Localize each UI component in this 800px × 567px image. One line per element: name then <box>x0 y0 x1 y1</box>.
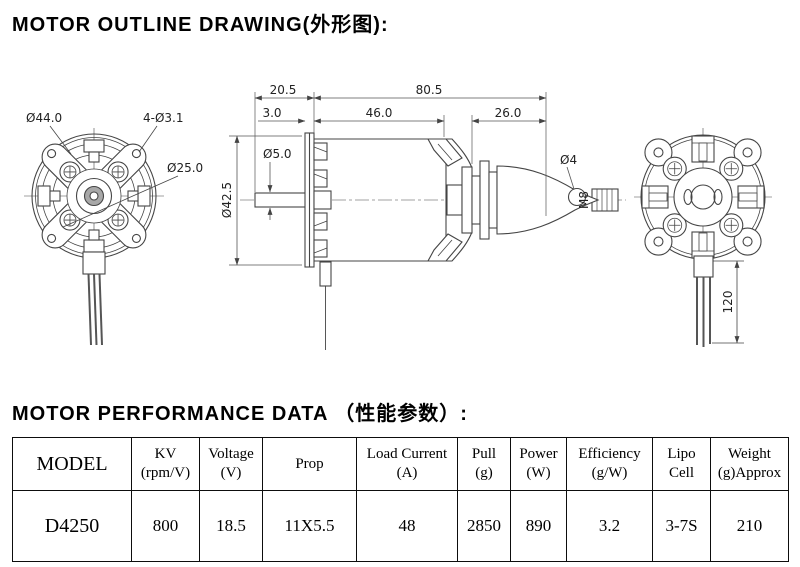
cell-load-current: 48 <box>356 490 458 562</box>
rear-wires <box>696 277 711 347</box>
header-weight: Weight(g)Approx <box>710 437 789 491</box>
side-view-dimensions <box>229 92 575 266</box>
header-kv: KV(rpm/V) <box>131 437 200 491</box>
dim-hole-d4: Ø4 <box>560 153 577 167</box>
outline-drawing-title: MOTOR OUTLINE DRAWING(外形图): <box>12 14 389 36</box>
cell-lipo-cell: 3-7S <box>652 490 711 562</box>
dim-body-d42-5: Ø42.5 <box>220 182 234 218</box>
cell-power: 890 <box>510 490 567 562</box>
cell-efficiency: 3.2 <box>566 490 653 562</box>
front-wires <box>87 273 103 346</box>
header-prop: Prop <box>262 437 357 491</box>
side-view <box>240 132 626 350</box>
dim-46-0: 46.0 <box>366 106 393 120</box>
dim-wire-length: 120 <box>721 291 735 314</box>
performance-data-title: MOTOR PERFORMANCE DATA （性能参数）: <box>12 403 468 425</box>
dim-d44: Ø44.0 <box>26 111 62 125</box>
header-efficiency: Efficiency(g/W) <box>566 437 653 491</box>
cell-kv: 800 <box>131 490 200 562</box>
dim-80-5: 80.5 <box>416 83 443 97</box>
performance-table: MODEL KV(rpm/V) Voltage(V) Prop Load Cur… <box>12 437 789 562</box>
dim-shaft-d5: Ø5.0 <box>263 147 292 161</box>
cell-prop: 11X5.5 <box>262 490 357 562</box>
table-header-row: MODEL KV(rpm/V) Voltage(V) Prop Load Cur… <box>12 437 789 491</box>
cell-voltage: 18.5 <box>199 490 263 562</box>
dim-3-0: 3.0 <box>262 106 281 120</box>
header-load-current: Load Current(A) <box>356 437 458 491</box>
dim-20-5: 20.5 <box>270 83 297 97</box>
dim-d25: Ø25.0 <box>167 161 203 175</box>
cell-model: D4250 <box>12 490 132 562</box>
header-model: MODEL <box>12 437 132 491</box>
header-power: Power(W) <box>510 437 567 491</box>
motor-outline-drawing: Ø44.0 4-Ø3.1 Ø25.0 <box>24 83 772 350</box>
dim-mount-holes: 4-Ø3.1 <box>143 111 184 125</box>
cell-weight: 210 <box>710 490 789 562</box>
dim-thread-m8: M8 <box>577 191 591 209</box>
dim-26-0: 26.0 <box>495 106 522 120</box>
front-view <box>24 125 179 346</box>
rear-view <box>634 128 772 347</box>
header-voltage: Voltage(V) <box>199 437 263 491</box>
table-data-row: D4250 800 18.5 11X5.5 48 2850 890 3.2 3-… <box>12 490 789 562</box>
header-pull: Pull(g) <box>457 437 511 491</box>
cell-pull: 2850 <box>457 490 511 562</box>
